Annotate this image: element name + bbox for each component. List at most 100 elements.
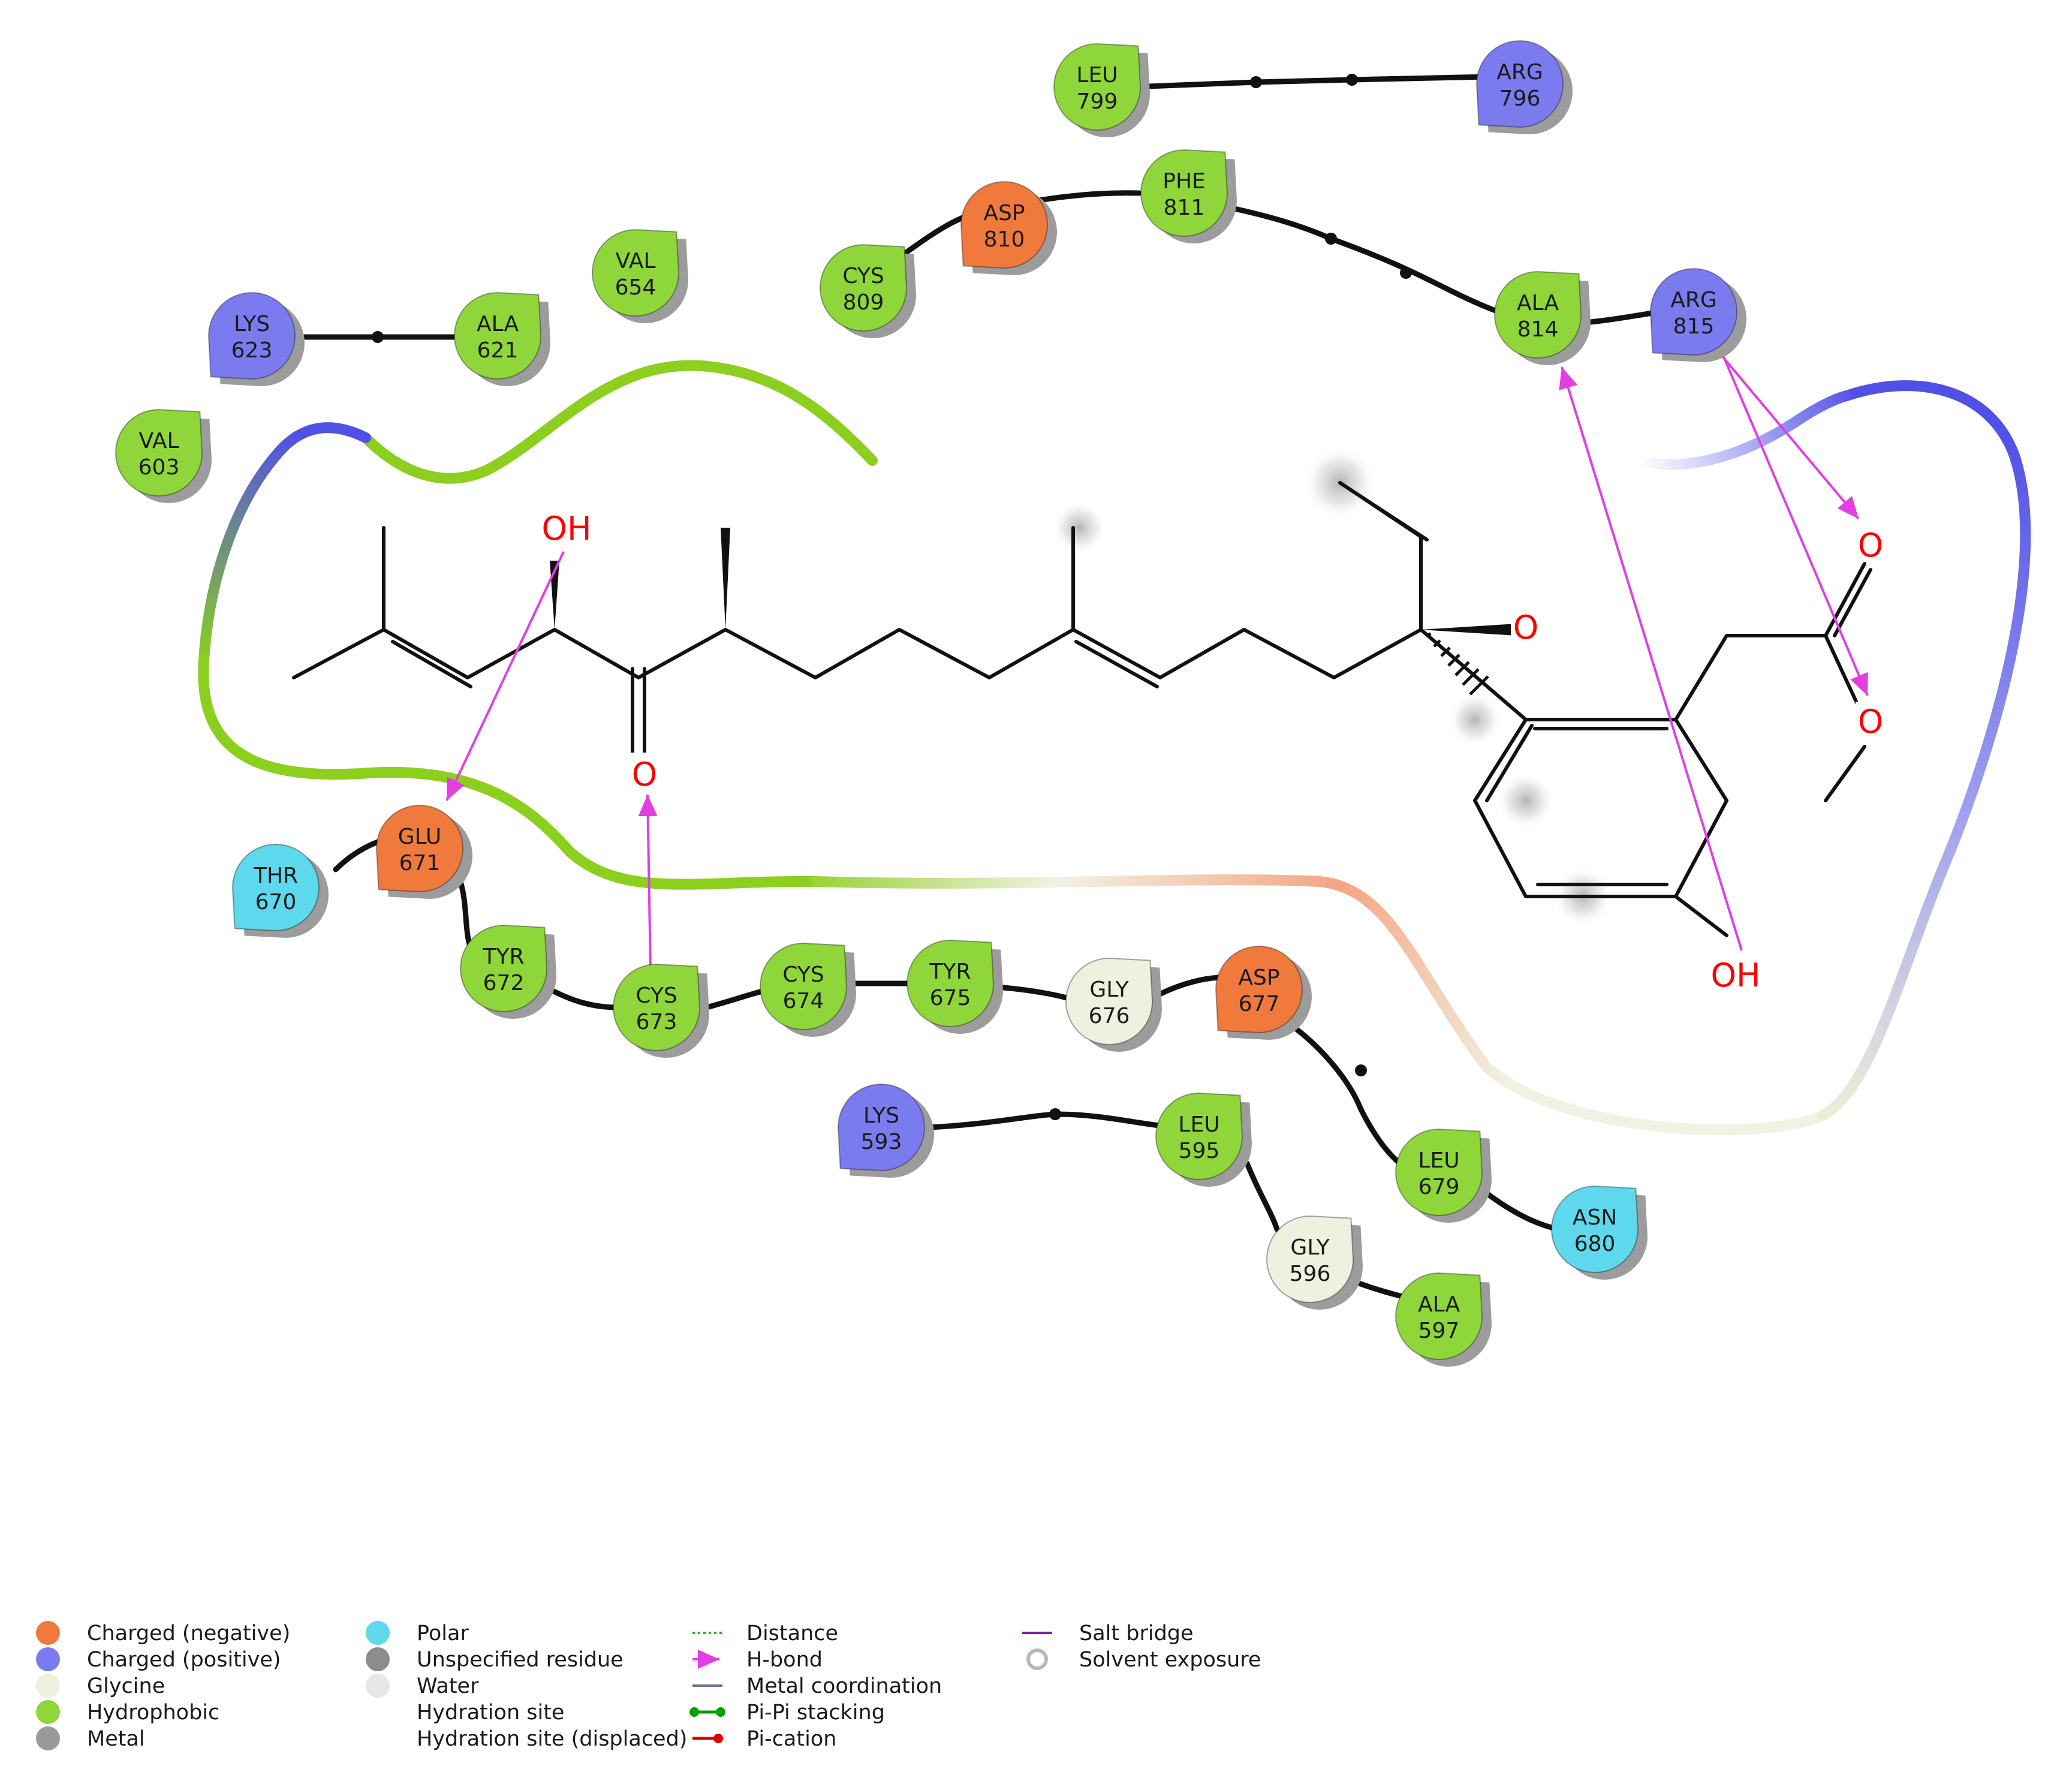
residue-name: ALA: [1418, 1292, 1460, 1317]
hbond-cys673-o: [638, 794, 658, 969]
solvent-exposure-icon: [1026, 1648, 1048, 1670]
legend-label: Glycine: [87, 1674, 165, 1698]
residue-name: ASP: [983, 201, 1025, 225]
legend-label: Metal: [87, 1727, 145, 1751]
legend-label: Salt bridge: [1079, 1621, 1194, 1645]
residue-number: 815: [1673, 314, 1715, 339]
legend-swatch-glycine: [36, 1674, 60, 1698]
pocket-green-arc-top: [360, 360, 878, 484]
legend-swatch-unspecified: [366, 1647, 390, 1671]
teardrop-icon: [613, 963, 701, 1051]
residue-number: 654: [615, 275, 656, 300]
teardrop-icon: [460, 924, 548, 1012]
residue-number: 593: [861, 1130, 902, 1154]
legend-label: Hydration site: [417, 1701, 564, 1725]
residue-number: 809: [843, 290, 884, 315]
legend-swatch-metal: [36, 1726, 60, 1750]
teardrop-icon: [1649, 268, 1737, 356]
pocket-blue-arc-left: [198, 422, 371, 665]
legend-label: Distance: [746, 1621, 838, 1645]
residue-name: ALA: [477, 312, 519, 336]
residue-name: VAL: [615, 249, 655, 273]
residue-name: ALA: [1517, 291, 1559, 315]
residue-number: 671: [399, 851, 441, 876]
residue-name: VAL: [138, 429, 179, 453]
pi-cation-icon: [692, 1734, 723, 1743]
legend-label: Unspecified residue: [417, 1648, 624, 1672]
legend-label: Pi-Pi stacking: [746, 1701, 885, 1725]
legend-col3: Distance H-bond Metal coordination Pi-Pi…: [689, 1621, 942, 1751]
residue-number: 796: [1499, 86, 1541, 111]
chain-node: [1049, 1108, 1061, 1120]
connection-asp677-leu679: [1280, 1016, 1412, 1172]
atom-o-ether: O: [1513, 609, 1539, 646]
connection-nodes: [372, 74, 1412, 1120]
hbond-interactions: [445, 350, 1869, 969]
residue-name: CYS: [782, 962, 824, 987]
ligand-double-bonds: [391, 487, 1872, 886]
legend-col1: Charged (negative) Charged (positive) Gl…: [36, 1621, 290, 1751]
teardrop-icon: [760, 942, 848, 1030]
residue-name: GLU: [398, 825, 442, 849]
hbond-arg815-o-ester: [1722, 356, 1869, 696]
legend-label: Polar: [417, 1621, 469, 1645]
legend: Charged (negative) Charged (positive) Gl…: [36, 1621, 1261, 1751]
teardrop-icon: [1053, 43, 1142, 131]
legend-col2: Polar Unspecified residue Water Hydratio…: [366, 1621, 687, 1751]
residue-name: ASP: [1238, 965, 1279, 990]
teardrop-icon: [1395, 1272, 1483, 1360]
atom-o-ester: O: [1858, 703, 1884, 741]
legend-label: Pi-cation: [746, 1727, 836, 1751]
residue-number: 679: [1419, 1175, 1460, 1199]
residue-number: 810: [984, 227, 1025, 252]
wedge-bond: [721, 528, 730, 630]
teardrop-icon: [960, 181, 1048, 269]
teardrop-icon: [1140, 149, 1228, 237]
atom-o-ester-carbonyl: O: [1858, 527, 1884, 564]
solvent-exposure-icon: [1052, 501, 1106, 555]
residue-number: 674: [783, 989, 824, 1013]
connection-phe811-ala814-arg815: [1217, 203, 1664, 326]
residue-name: LYS: [863, 1103, 899, 1128]
atom-labels: OH O O O O OH: [541, 507, 1886, 994]
wedge-bond: [1421, 624, 1517, 636]
teardrop-icon: [207, 292, 296, 380]
residue-name: ARG: [1670, 288, 1717, 312]
residue-number: 596: [1290, 1262, 1331, 1286]
legend-swatch-charged-positive: [36, 1647, 60, 1671]
solvent-exposure-icon: [1497, 772, 1555, 829]
legend-swatch-polar: [366, 1621, 390, 1645]
residue-number: 595: [1179, 1139, 1220, 1163]
residue-name: TYR: [483, 944, 525, 969]
residue-name: CYS: [842, 264, 884, 288]
residue-name: GLY: [1290, 1235, 1330, 1260]
chain-node: [1250, 76, 1262, 88]
pocket-green-arc-left: [198, 654, 821, 890]
teardrop-icon: [1551, 1185, 1639, 1273]
teardrop-icon: [837, 1084, 925, 1172]
connection-leu595-gly596: [1244, 1160, 1280, 1232]
teardrop-icon: [907, 939, 995, 1027]
residue-name: PHE: [1163, 169, 1206, 194]
legend-label: Charged (positive): [87, 1648, 281, 1672]
residue-name: LEU: [1418, 1148, 1459, 1173]
residue-number: 814: [1517, 317, 1559, 342]
teardrop-icon: [592, 228, 680, 317]
teardrop-icon: [820, 243, 908, 332]
legend-label: Metal coordination: [746, 1674, 942, 1698]
legend-label: Hydration site (displaced): [417, 1727, 687, 1751]
pocket-outline: [198, 360, 2031, 1135]
residue-number: 621: [477, 338, 519, 363]
teardrop-icon: [231, 844, 320, 932]
chain-node: [1400, 267, 1412, 279]
teardrop-icon: [1155, 1092, 1243, 1180]
